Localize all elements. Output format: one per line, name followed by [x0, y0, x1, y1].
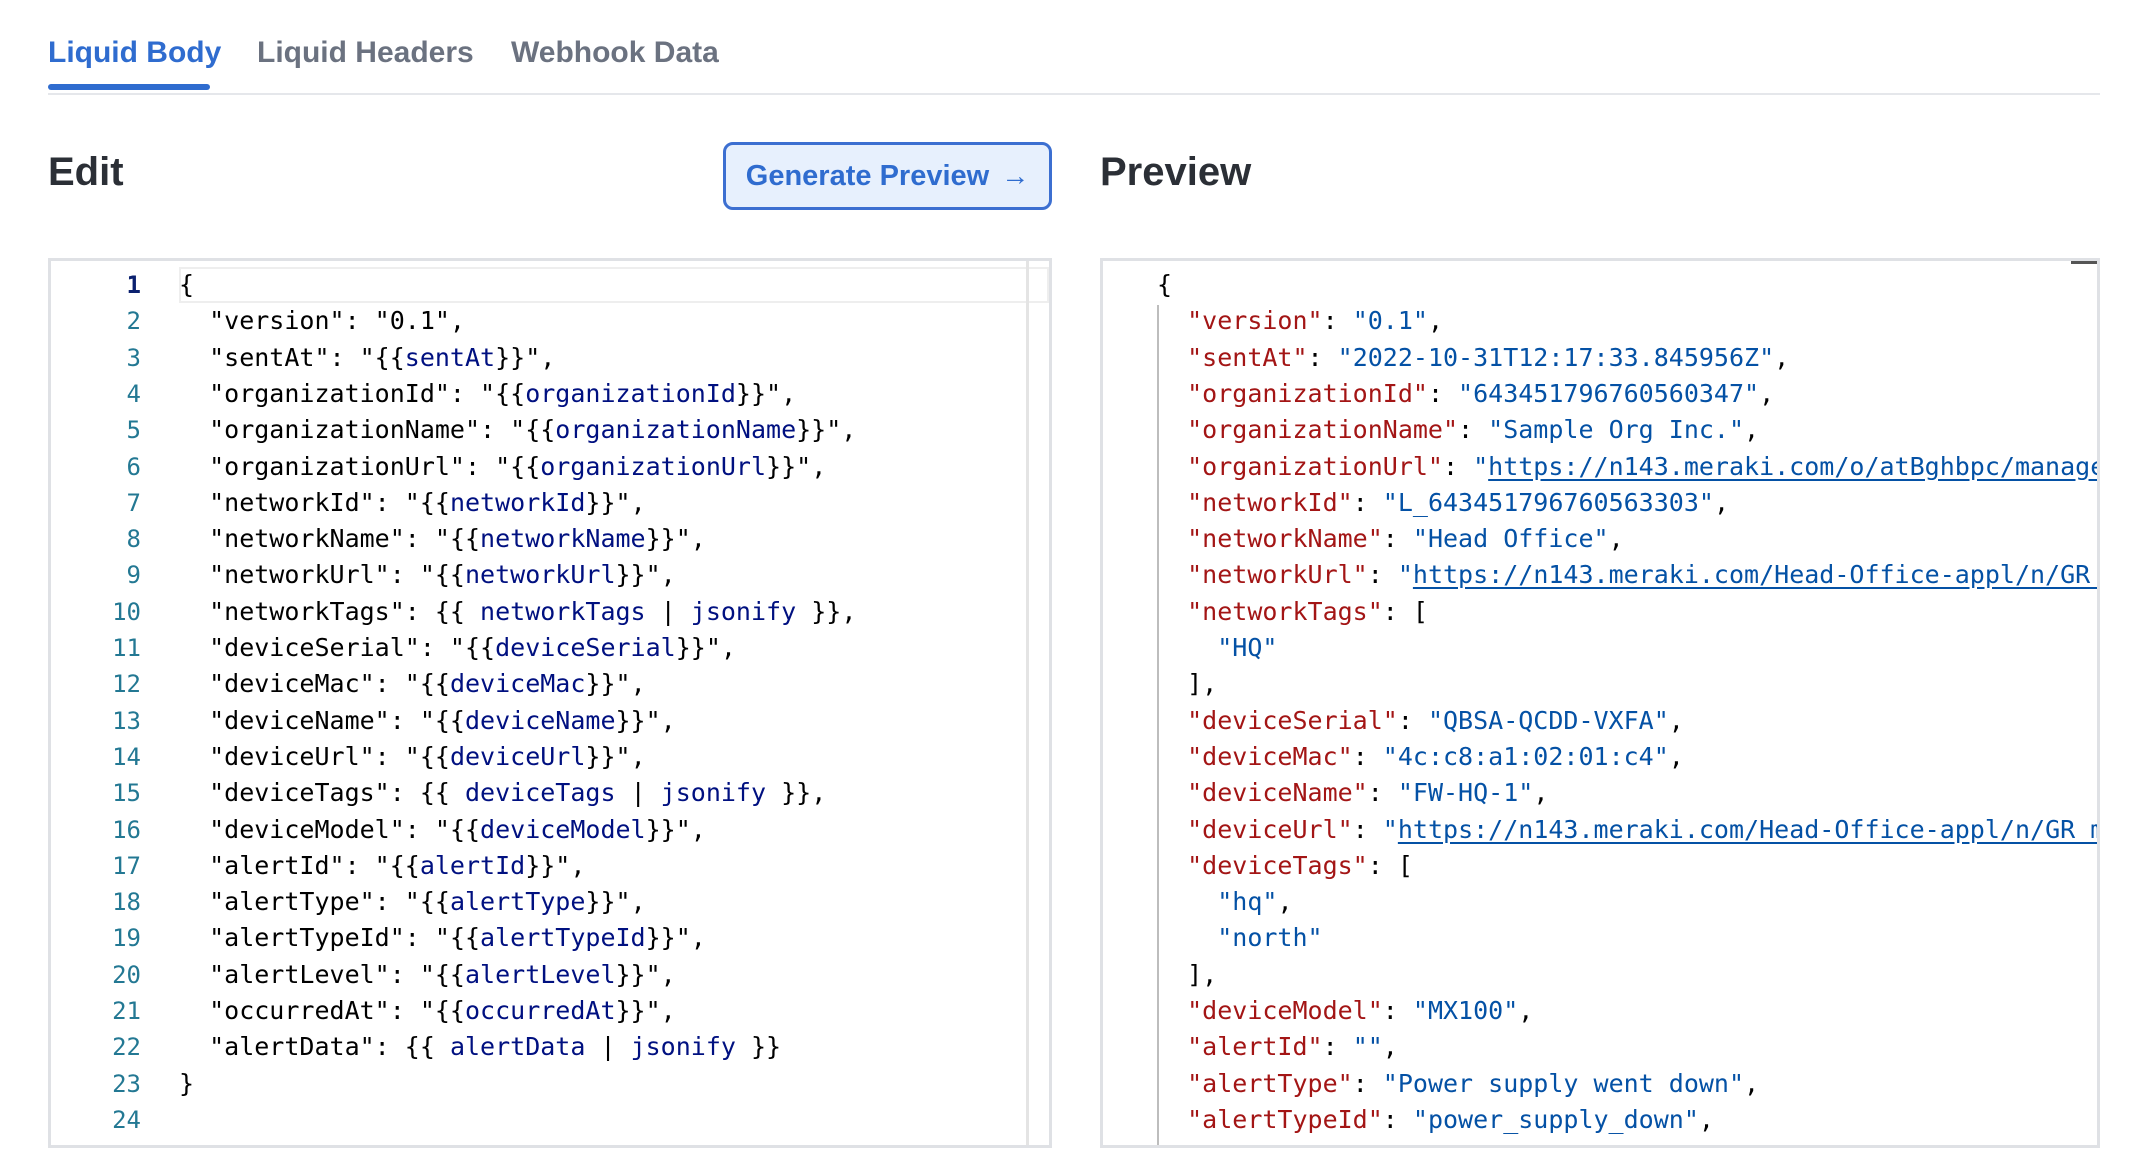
preview-line: "alertId": "",	[1187, 1032, 1398, 1062]
preview-line: "deviceMac": "4c:c8:a1:02:01:c4",	[1187, 741, 1684, 771]
preview-line: "organizationId": "643451796760560347",	[1187, 378, 1775, 408]
current-line-highlight	[179, 267, 1049, 303]
line-number: 22	[112, 1033, 141, 1062]
preview-pane: { "version": "0.1", "sentAt": "2022-10-3…	[1100, 258, 2100, 1148]
editor-scrollbar[interactable]	[1026, 261, 1029, 1145]
preview-line: "hq",	[1217, 887, 1293, 917]
line-number: 5	[126, 416, 141, 445]
code-line: "alertLevel": "{{alertLevel}}",	[179, 959, 676, 989]
line-number: 21	[112, 997, 141, 1025]
preview-line: "organizationUrl": "https://n143.meraki.…	[1187, 451, 2100, 481]
line-number: 1	[126, 271, 141, 299]
preview-line: "networkUrl": "https://n143.meraki.com/H…	[1187, 560, 2100, 590]
line-number: 14	[112, 742, 141, 771]
code-line: "organizationUrl": "{{organizationUrl}}"…	[179, 451, 827, 481]
line-number: 6	[126, 452, 141, 481]
code-line: "networkUrl": "{{networkUrl}}",	[179, 560, 676, 590]
code-line: "sentAt": "{{sentAt}}",	[179, 342, 556, 372]
preview-line: "deviceName": "FW-HQ-1",	[1187, 778, 1549, 808]
preview-line: "deviceSerial": "QBSA-QCDD-VXFA",	[1187, 705, 1684, 735]
line-number: 19	[112, 924, 141, 953]
code-line: "alertData": {{ alertData | jsonify }}	[179, 1032, 782, 1062]
active-tab-indicator	[48, 84, 210, 90]
code-line: "alertTypeId": "{{alertTypeId}}",	[179, 923, 706, 953]
line-number: 23	[112, 1069, 141, 1098]
generate-preview-label: Generate Preview	[745, 159, 990, 192]
line-number: 7	[126, 488, 141, 517]
preview-line: "alertLevel": "critical",	[1157, 1138, 1563, 1145]
line-number: 2	[126, 307, 141, 336]
preview-line: "sentAt": "2022-10-31T12:17:33.845956Z",	[1187, 342, 1790, 372]
code-line: "networkName": "{{networkName}}",	[179, 524, 706, 554]
preview-line: {	[1157, 270, 1173, 299]
preview-line: "deviceModel": "MX100",	[1187, 996, 1534, 1025]
code-line: "deviceTags": {{ deviceTags | jsonify }}…	[179, 778, 827, 808]
code-line: "alertType": "{{alertType}}",	[179, 887, 646, 917]
line-number: 4	[126, 379, 141, 408]
preview-line: "HQ"	[1217, 633, 1278, 662]
code-line: "networkTags": {{ networkTags | jsonify …	[179, 596, 857, 626]
generate-preview-button[interactable]: Generate Preview →	[723, 142, 1052, 210]
line-number: 20	[112, 960, 141, 989]
tab-bar: Liquid Body Liquid Headers Webhook Data	[48, 0, 2100, 95]
code-line: "deviceMac": "{{deviceMac}}",	[179, 669, 646, 699]
line-number: 10	[112, 597, 141, 626]
code-line: "deviceSerial": "{{deviceSerial}}",	[179, 633, 736, 662]
line-number: 18	[112, 888, 141, 917]
line-number: 15	[112, 779, 141, 808]
preview-line: "organizationName": "Sample Org Inc.",	[1187, 415, 1760, 445]
preview-line: "networkName": "Head Office",	[1187, 524, 1624, 554]
line-number: 17	[112, 851, 141, 880]
editor-content[interactable]: { "version": "0.1", "sentAt": "{{sentAt}…	[179, 261, 1049, 1145]
preview-line: "networkId": "L_643451796760563303",	[1187, 487, 1729, 517]
code-line: "deviceModel": "{{deviceModel}}",	[179, 814, 706, 844]
line-number: 9	[126, 561, 141, 590]
preview-content: { "version": "0.1", "sentAt": "2022-10-3…	[1157, 261, 2097, 1145]
preview-scrollbar[interactable]	[2071, 261, 2097, 264]
indent-guide	[1157, 305, 1159, 1145]
line-number: 8	[126, 525, 141, 554]
preview-line: "north"	[1217, 923, 1323, 953]
code-line: }	[179, 1068, 195, 1098]
preview-line: ],	[1157, 959, 1218, 989]
arrow-right-icon: →	[1001, 160, 1030, 191]
preview-line: "alertType": "Power supply went down",	[1187, 1068, 1760, 1098]
code-line: {	[179, 270, 195, 299]
code-line: "deviceName": "{{deviceName}}",	[179, 705, 676, 735]
code-line: "occurredAt": "{{occurredAt}}",	[179, 996, 676, 1025]
tab-liquid-headers[interactable]: Liquid Headers	[257, 36, 474, 69]
line-number: 24	[112, 1105, 141, 1134]
line-number: 12	[112, 670, 141, 699]
tab-liquid-body[interactable]: Liquid Body	[48, 36, 222, 69]
code-line: "deviceUrl": "{{deviceUrl}}",	[179, 741, 646, 771]
code-line: "organizationName": "{{organizationName}…	[179, 415, 857, 445]
line-number: 3	[126, 343, 141, 372]
code-line: "alertId": "{{alertId}}",	[179, 850, 586, 880]
code-line: "organizationId": "{{organizationId}}",	[179, 378, 797, 408]
code-line: "version": "0.1",	[179, 306, 465, 336]
code-line: "networkId": "{{networkId}}",	[179, 487, 646, 517]
preview-heading: Preview	[1100, 150, 1252, 194]
preview-line: "deviceTags": [	[1187, 850, 1413, 880]
tab-webhook-data[interactable]: Webhook Data	[511, 36, 719, 69]
edit-heading: Edit	[48, 150, 124, 194]
line-number: 16	[112, 815, 141, 844]
line-number: 13	[112, 706, 141, 735]
preview-line: "alertTypeId": "power_supply_down",	[1187, 1104, 1714, 1134]
preview-line: "networkTags": [	[1187, 596, 1428, 626]
preview-line: ],	[1157, 669, 1218, 699]
line-number: 11	[112, 634, 141, 662]
preview-line: "deviceUrl": "https://n143.meraki.com/He…	[1187, 814, 2100, 844]
preview-line: "version": "0.1",	[1187, 306, 1444, 336]
